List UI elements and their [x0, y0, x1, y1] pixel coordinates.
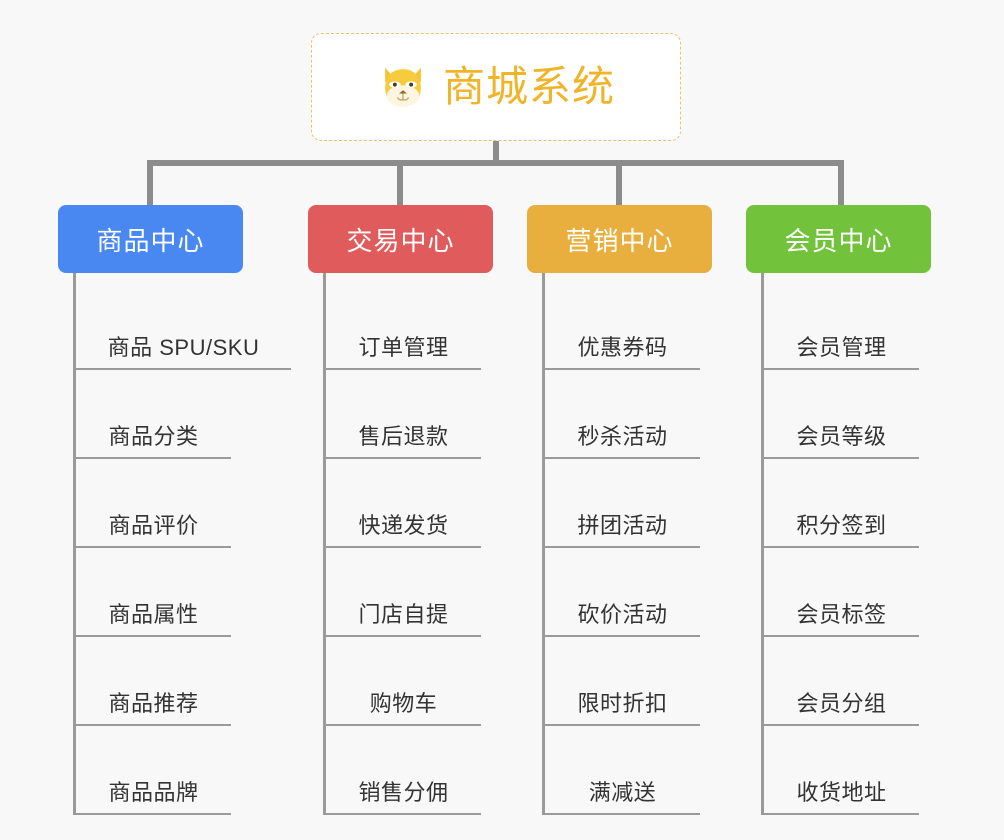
leaf-item[interactable]: 满减送: [545, 726, 700, 815]
branch-drop-connector-2: [397, 160, 403, 206]
leaf-label: 积分签到: [796, 513, 887, 538]
leaf-item[interactable]: 购物车: [326, 637, 481, 726]
leaf-label: 购物车: [369, 691, 438, 716]
category-title: 会员中心: [784, 225, 893, 256]
shiba-dog-face-icon: [385, 67, 421, 107]
leaf-label: 优惠券码: [577, 335, 668, 360]
leaf-item[interactable]: 积分签到: [764, 459, 919, 548]
leaf-item[interactable]: 收货地址: [764, 726, 919, 815]
leaf-label: 销售分佣: [358, 780, 449, 805]
leaf-item[interactable]: 限时折扣: [545, 637, 700, 726]
leaf-label: 商品品牌: [108, 780, 199, 805]
leaf-item[interactable]: 砍价活动: [545, 548, 700, 637]
leaf-label: 收货地址: [796, 780, 887, 805]
leaf-label: 会员标签: [796, 602, 887, 627]
leaf-item[interactable]: 商品评价: [76, 459, 231, 548]
category-box-marketing-center[interactable]: 营销中心: [527, 205, 712, 273]
leaf-label: 门店自提: [358, 602, 449, 627]
leaf-item[interactable]: 会员分组: [764, 637, 919, 726]
leaf-label: 会员分组: [796, 691, 887, 716]
leaf-item[interactable]: 商品分类: [76, 370, 231, 459]
leaf-list-trade-center: 订单管理 售后退款 快递发货 门店自提 购物车 销售分佣: [323, 273, 493, 815]
leaf-item[interactable]: 会员标签: [764, 548, 919, 637]
leaf-label: 商品分类: [108, 424, 199, 449]
leaf-label: 拼团活动: [577, 513, 668, 538]
leaf-label: 秒杀活动: [577, 424, 668, 449]
branch-column-member-center: 会员中心 会员管理 会员等级 积分签到 会员标签 会员分组 收货地址: [746, 205, 931, 815]
leaf-item[interactable]: 销售分佣: [326, 726, 481, 815]
branch-drop-connector-1: [147, 160, 153, 206]
leaf-label: 商品评价: [108, 513, 199, 538]
leaf-item[interactable]: 商品 SPU/SKU: [76, 281, 291, 370]
leaf-label: 订单管理: [358, 335, 449, 360]
category-title: 营销中心: [565, 225, 674, 256]
leaf-list-product-center: 商品 SPU/SKU 商品分类 商品评价 商品属性 商品推荐 商品品牌: [73, 273, 291, 815]
leaf-item[interactable]: 优惠券码: [545, 281, 700, 370]
leaf-label: 砍价活动: [577, 602, 668, 627]
leaf-label: 会员管理: [796, 335, 887, 360]
leaf-label: 商品 SPU/SKU: [107, 335, 260, 360]
leaf-list-member-center: 会员管理 会员等级 积分签到 会员标签 会员分组 收货地址: [761, 273, 931, 815]
leaf-item[interactable]: 秒杀活动: [545, 370, 700, 459]
branch-drop-connector-3: [616, 160, 622, 206]
root-node-mall-system[interactable]: 商城系统: [311, 33, 681, 141]
category-box-trade-center[interactable]: 交易中心: [308, 205, 493, 273]
leaf-list-marketing-center: 优惠券码 秒杀活动 拼团活动 砍价活动 限时折扣 满减送: [542, 273, 712, 815]
leaf-item[interactable]: 快递发货: [326, 459, 481, 548]
root-stem-connector: [493, 141, 499, 166]
branch-column-trade-center: 交易中心 订单管理 售后退款 快递发货 门店自提 购物车 销售分佣: [308, 205, 493, 815]
leaf-label: 限时折扣: [577, 691, 668, 716]
leaf-label: 会员等级: [796, 424, 887, 449]
trunk-bar-connector: [147, 160, 844, 166]
leaf-item[interactable]: 售后退款: [326, 370, 481, 459]
leaf-label: 商品推荐: [108, 691, 199, 716]
root-title: 商城系统: [442, 63, 615, 110]
leaf-label: 售后退款: [358, 424, 449, 449]
leaf-label: 满减送: [588, 780, 657, 805]
leaf-item[interactable]: 门店自提: [326, 548, 481, 637]
category-box-product-center[interactable]: 商品中心: [58, 205, 243, 273]
branch-drop-connector-4: [838, 160, 844, 206]
category-title: 交易中心: [346, 225, 455, 256]
leaf-item[interactable]: 会员管理: [764, 281, 919, 370]
branch-column-product-center: 商品中心 商品 SPU/SKU 商品分类 商品评价 商品属性 商品推荐 商品品牌: [58, 205, 291, 815]
leaf-item[interactable]: 商品属性: [76, 548, 231, 637]
leaf-item[interactable]: 商品品牌: [76, 726, 231, 815]
leaf-label: 商品属性: [108, 602, 199, 627]
branch-column-marketing-center: 营销中心 优惠券码 秒杀活动 拼团活动 砍价活动 限时折扣 满减送: [527, 205, 712, 815]
category-title: 商品中心: [96, 225, 205, 256]
category-box-member-center[interactable]: 会员中心: [746, 205, 931, 273]
leaf-item[interactable]: 商品推荐: [76, 637, 231, 726]
leaf-label: 快递发货: [358, 513, 449, 538]
leaf-item[interactable]: 拼团活动: [545, 459, 700, 548]
leaf-item[interactable]: 会员等级: [764, 370, 919, 459]
leaf-item[interactable]: 订单管理: [326, 281, 481, 370]
